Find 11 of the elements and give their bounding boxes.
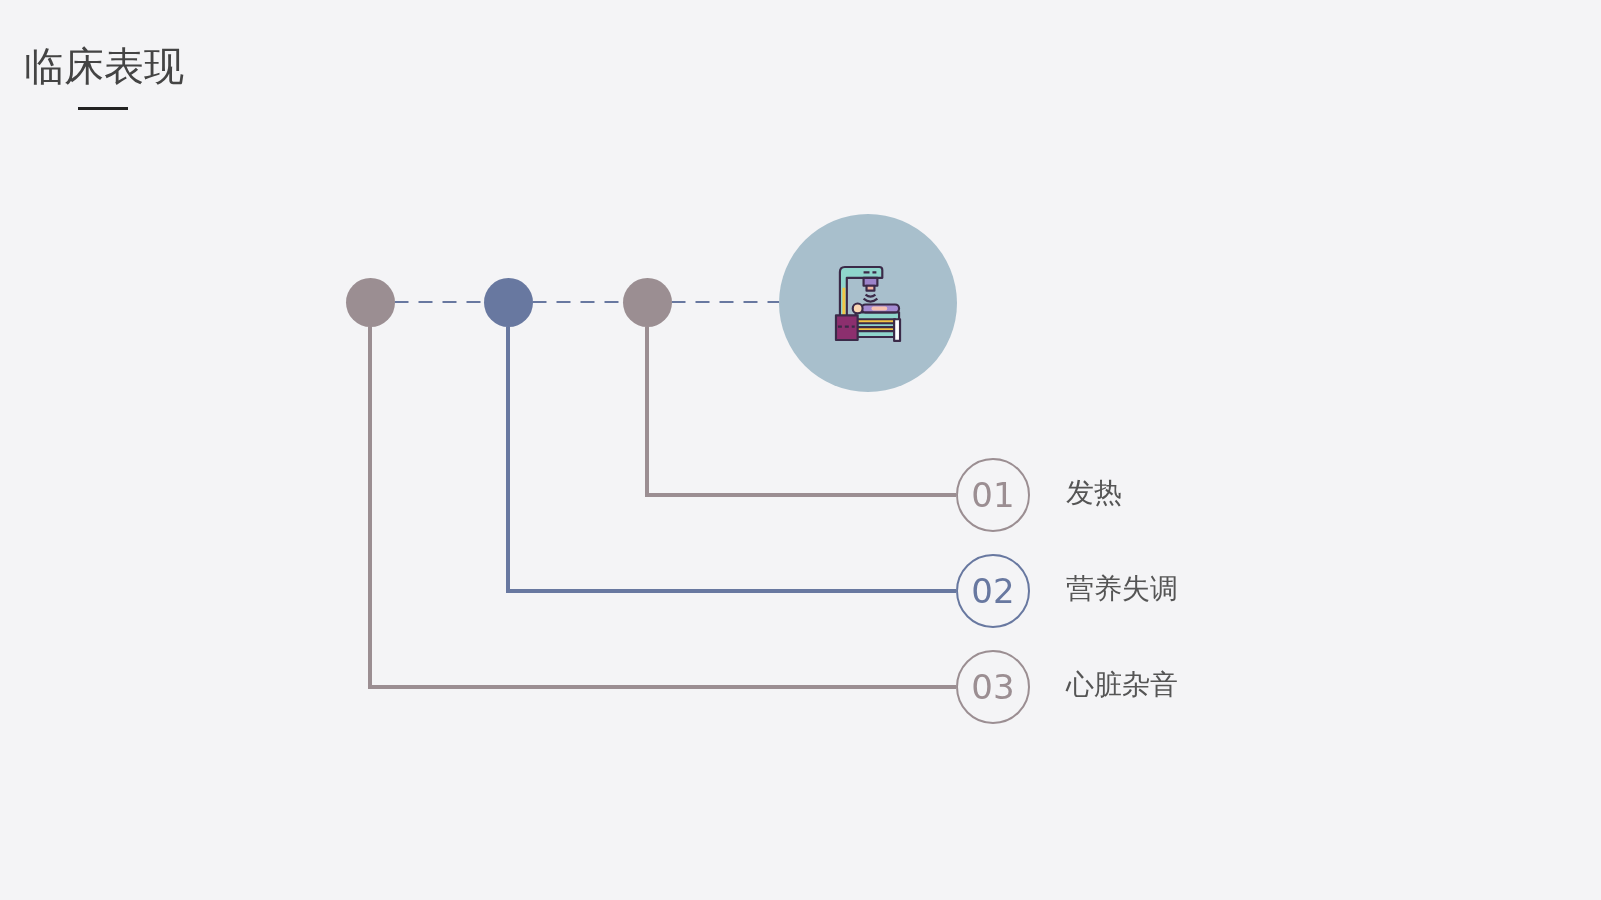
number-circle: 03 — [956, 650, 1030, 724]
connector-line — [368, 326, 956, 689]
dashed-connector — [670, 301, 780, 303]
connector-line — [506, 326, 956, 593]
page-title: 临床表现 — [24, 43, 184, 90]
number-circle: 02 — [956, 554, 1030, 628]
item-label: 心脏杂音 — [1066, 668, 1178, 702]
item-label: 营养失调 — [1066, 572, 1178, 606]
item-label: 发热 — [1066, 476, 1122, 510]
connector-line — [645, 326, 956, 497]
number-circle: 01 — [956, 458, 1030, 532]
